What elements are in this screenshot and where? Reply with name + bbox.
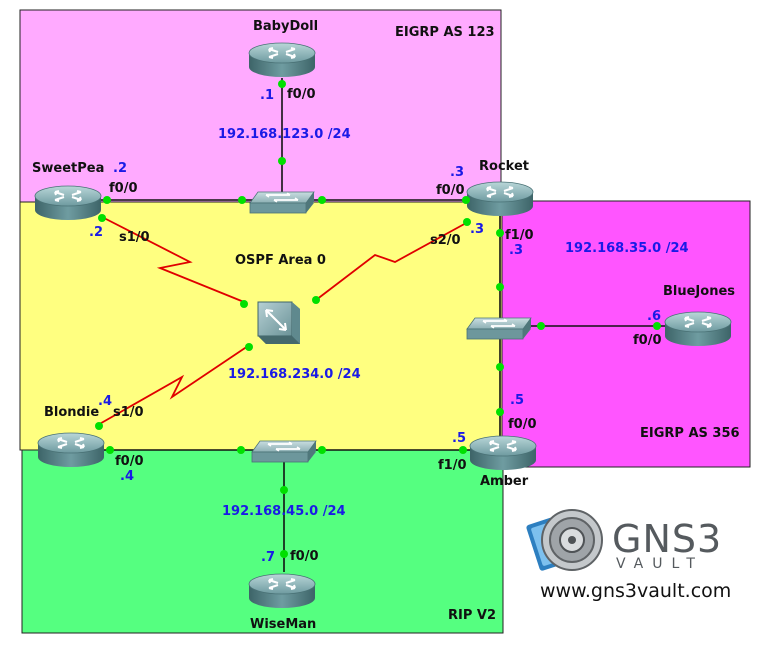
frame-relay-switch[interactable] (256, 300, 302, 346)
wiseman-name: WiseMan (250, 617, 316, 632)
ethernet-links (92, 78, 665, 572)
serial-sweetpea-frame (103, 217, 245, 303)
sweetpea-s10-address: .2 (89, 225, 103, 240)
serial-rocket-frame (315, 221, 469, 301)
serial-blondie-frame (95, 345, 249, 427)
bluejones-f00-address: .6 (647, 309, 661, 324)
eigrp-123-label: EIGRP AS 123 (395, 25, 495, 40)
network-45-label: 192.168.45.0 /24 (222, 504, 346, 519)
logo-brand: GNS3 (612, 517, 722, 561)
network-123-label: 192.168.123.0 /24 (218, 127, 351, 142)
switch-123[interactable] (249, 191, 315, 214)
rocket-s20-address: .3 (470, 222, 484, 237)
logo-sub: VAULT (616, 556, 704, 572)
sweetpea-f00-address: .2 (113, 161, 127, 176)
amber-f00-address: .5 (510, 393, 524, 408)
babydoll-name: BabyDoll (253, 19, 318, 34)
network-35-label: 192.168.35.0 /24 (565, 241, 689, 256)
logo-url: www.gns3vault.com (540, 580, 731, 602)
rocket-s20-label: s2/0 (430, 233, 461, 248)
network-234-label: 192.168.234.0 /24 (228, 367, 361, 382)
port-dots (95, 80, 661, 558)
ospf-area-label: OSPF Area 0 (235, 253, 326, 268)
babydoll-f00-address: .1 (260, 88, 274, 103)
gns3-vault-logo: GNS3 VAULT www.gns3vault.com (526, 509, 731, 602)
router-sweetpea[interactable] (34, 185, 102, 221)
blondie-s10-label: s1/0 (113, 405, 144, 420)
rocket-f10-label: f1/0 (505, 228, 534, 243)
switch-35[interactable] (466, 317, 532, 340)
blondie-f00-address: .4 (120, 469, 134, 484)
switch-45[interactable] (251, 440, 317, 463)
amber-f00-label: f0/0 (508, 417, 537, 432)
amber-f10-address: .5 (452, 431, 466, 446)
router-babydoll[interactable] (248, 42, 316, 78)
rocket-name: Rocket (479, 159, 529, 174)
router-bluejones[interactable] (664, 311, 732, 347)
router-rocket[interactable] (466, 181, 534, 217)
bluejones-f00-label: f0/0 (633, 333, 662, 348)
rip-v2-label: RIP V2 (448, 608, 496, 623)
babydoll-f00-label: f0/0 (287, 87, 316, 102)
amber-f10-label: f1/0 (438, 458, 467, 473)
blondie-name: Blondie (44, 405, 99, 420)
blondie-s10-address: .4 (98, 394, 112, 409)
rocket-f10-address: .3 (509, 243, 523, 258)
router-amber[interactable] (469, 435, 537, 471)
router-wiseman[interactable] (248, 573, 316, 609)
eigrp-as-123-area (19, 9, 502, 203)
router-blondie[interactable] (37, 432, 105, 468)
vault-door-icon (526, 509, 603, 571)
sweetpea-name: SweetPea (32, 161, 104, 176)
rocket-f00-label: f0/0 (436, 183, 465, 198)
blondie-f00-label: f0/0 (115, 454, 144, 469)
sweetpea-f00-label: f0/0 (109, 181, 138, 196)
rocket-f00-address: .3 (450, 165, 464, 180)
serial-links (95, 217, 469, 427)
sweetpea-s10-label: s1/0 (119, 230, 150, 245)
eigrp-356-label: EIGRP AS 356 (640, 426, 740, 441)
amber-name: Amber (480, 474, 529, 489)
wiseman-f00-label: f0/0 (290, 549, 319, 564)
wiseman-f00-address: .7 (261, 550, 275, 565)
bluejones-name: BlueJones (663, 284, 735, 299)
